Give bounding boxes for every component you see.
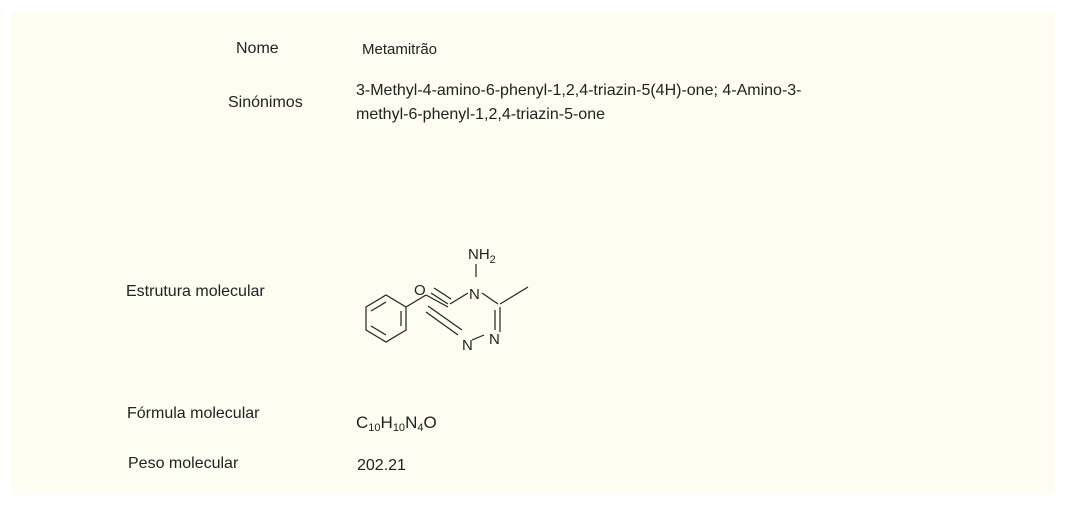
n4-c3-bond (481, 292, 499, 305)
c6-c5-bond (425, 294, 449, 308)
molecular-structure-diagram: NH2 O N N N (365, 246, 529, 354)
formula-oxygen: O (423, 413, 437, 432)
phenyl-c6-bond (405, 294, 427, 308)
benzene-inner-bond-1 (370, 301, 387, 312)
name-label: Nome (236, 40, 279, 57)
formula-label: Fórmula molecular (127, 405, 260, 422)
carbonyl-bond (430, 292, 449, 305)
n1-c6-double-bond (425, 311, 459, 336)
n2-atom: N (489, 331, 500, 348)
benzene-ring (365, 294, 407, 343)
synonyms-line-1: 3-Methyl-4-amino-6-phenyl-1,2,4-triazin-… (356, 82, 802, 99)
n1-atom: N (462, 337, 473, 354)
compound-info-panel (11, 12, 1055, 495)
c5-n4-bond (449, 292, 469, 305)
name-value: Metamitrão (362, 41, 438, 58)
formula-nitrogen-count: 4 (417, 422, 424, 434)
methyl-bond (499, 286, 529, 305)
synonyms-label: Sinónimos (228, 94, 303, 111)
n4-atom: N (469, 286, 480, 303)
n1-n2-bond (471, 334, 485, 341)
amine-atom: NH2 (468, 246, 496, 266)
benzene-inner-bond-2 (370, 325, 387, 336)
oxygen-atom: O (414, 282, 426, 299)
formula-nitrogen: N (405, 413, 418, 432)
formula-value: C10H10N4O (356, 411, 437, 435)
formula-hydrogen: H (380, 413, 393, 432)
formula-hydrogen-count: 10 (392, 422, 406, 434)
weight-value: 202.21 (357, 457, 406, 474)
weight-label: Peso molecular (128, 455, 239, 472)
structure-label: Estrutura molecular (126, 283, 265, 300)
n1-c6-bond (427, 305, 463, 331)
formula-carbon: C (356, 413, 369, 432)
carbonyl-double-bond (433, 287, 452, 300)
synonyms-line-2: methyl-6-phenyl-1,2,4-triazin-5-one (356, 106, 605, 123)
synonyms-value: 3-Methyl-4-amino-6-phenyl-1,2,4-triazin-… (356, 79, 1046, 127)
formula-carbon-count: 10 (368, 422, 381, 434)
